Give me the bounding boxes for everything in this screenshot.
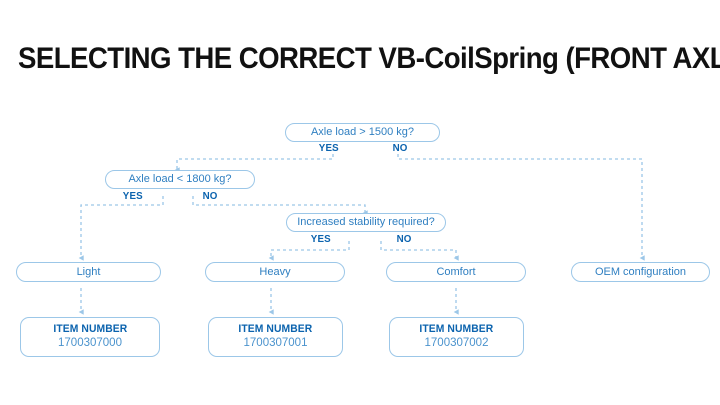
result-node-comfort[interactable]: Comfort [386,262,526,282]
item-number-title: ITEM NUMBER [53,323,127,336]
decision-node-axle-load-1500[interactable]: Axle load > 1500 kg? [285,123,440,142]
item-number-value: 1700307001 [243,337,308,350]
page-title: SELECTING THE CORRECT VB-CoilSpring (FRO… [18,42,720,75]
branch-label-d2-no: NO [202,190,218,202]
branch-label-d3-yes: YES [310,233,331,245]
item-number-box-heavy[interactable]: ITEM NUMBER 1700307001 [208,317,343,357]
edge-d3-yes [268,241,350,261]
decision-node-increased-stability[interactable]: Increased stability required? [286,213,446,232]
item-number-value: 1700307002 [424,337,489,350]
edge-d2-no [192,196,368,216]
item-number-title: ITEM NUMBER [238,323,313,336]
decision-node-axle-load-1800[interactable]: Axle load < 1800 kg? [105,170,255,189]
branch-label-d2-yes: YES [122,190,143,202]
result-node-label: Light [76,265,101,278]
result-node-light[interactable]: Light [16,262,161,282]
branch-label-d1-yes: YES [318,142,339,154]
result-node-label: Heavy [259,265,291,278]
branch-label-d1-no: NO [392,142,408,154]
decision-node-label: Axle load > 1500 kg? [310,126,415,138]
decision-node-label: Increased stability required? [297,216,435,228]
decision-node-label: Axle load < 1800 kg? [128,173,232,185]
item-number-box-light[interactable]: ITEM NUMBER 1700307000 [20,317,160,357]
edge-d3-no [380,241,459,261]
result-node-oem-configuration[interactable]: OEM configuration [571,262,710,282]
item-number-value: 1700307000 [58,337,122,350]
edge-d2-yes [78,196,164,261]
item-number-title: ITEM NUMBER [419,323,494,336]
result-node-label: OEM configuration [594,265,687,278]
edge-d1-yes [174,148,334,173]
result-node-label: Comfort [436,265,476,278]
item-number-box-comfort[interactable]: ITEM NUMBER 1700307002 [389,317,524,357]
edge-d1-no [397,148,645,261]
result-node-heavy[interactable]: Heavy [205,262,345,282]
branch-label-d3-no: NO [396,233,412,245]
